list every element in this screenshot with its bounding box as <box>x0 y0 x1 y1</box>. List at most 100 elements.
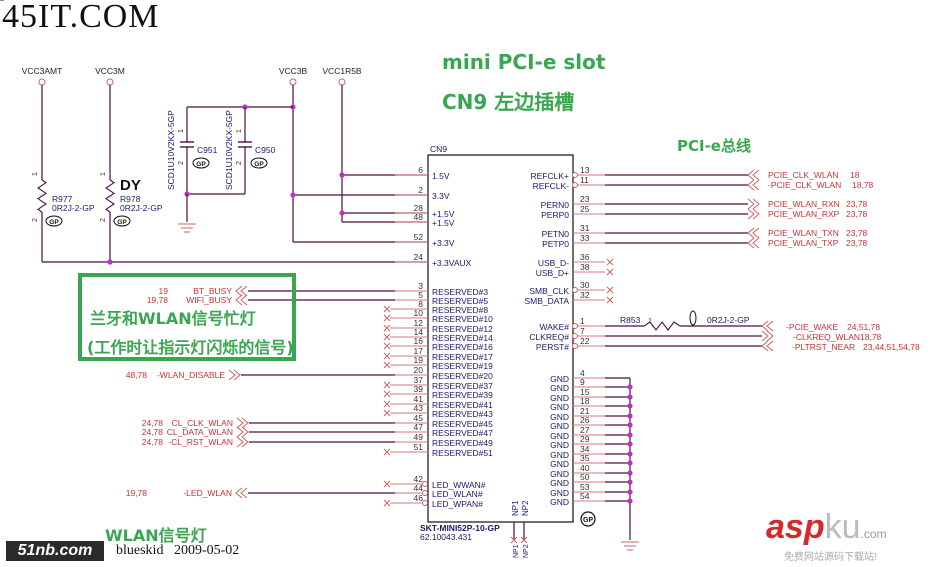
capacitor-part: SCD1U10V2KX-5GP <box>224 110 234 190</box>
connector-pin-name: +1.5V <box>432 209 455 219</box>
np-label: NP1 <box>511 500 520 516</box>
pin-number: 47 <box>414 422 424 432</box>
watermark-45it: 45IT.COM <box>2 0 160 35</box>
author: blueskid <box>116 543 164 558</box>
pin-number: 29 <box>580 434 590 444</box>
signature: blueskid 2009-05-02 <box>116 543 239 559</box>
net-label: CL_CLK_WLAN <box>172 418 233 428</box>
pin-number: 35 <box>580 453 590 463</box>
net-label: CL_DATA_WLAN <box>167 427 233 437</box>
pin-number: 12 <box>414 318 424 328</box>
pin-number: 13 <box>580 165 590 175</box>
power-rail-label: VCC3B <box>279 66 308 76</box>
connector-pin-name: GND <box>550 402 569 412</box>
net-ref: 19,78 <box>126 488 148 498</box>
no-connect-icon <box>383 361 391 369</box>
pin-number: 23 <box>580 194 590 204</box>
offpage-connector-icon <box>236 417 249 429</box>
net-label: WIFI_BUSY <box>186 295 232 305</box>
offpage-connector-icon <box>747 198 760 210</box>
no-connect-icon <box>383 352 391 360</box>
connector-pin-name: RESERVED#3 <box>432 287 488 297</box>
net-ref: 18 <box>850 170 860 180</box>
gp-mark-icon <box>250 157 268 169</box>
offpage-connector-icon <box>236 436 249 448</box>
connector-pin-name: PERP0 <box>541 210 569 220</box>
inversion-bubble-icon <box>572 343 578 349</box>
connector-pin-name: GND <box>550 374 569 384</box>
junction-dot <box>627 384 633 390</box>
pin-number: 51 <box>414 442 424 452</box>
logo-aspku-sub: 免费网站源码下载站! <box>784 552 877 563</box>
connector-pin-name: RESERVED#14 <box>432 333 493 343</box>
pin-number: 1 <box>100 172 107 176</box>
power-rail-icon <box>289 78 297 86</box>
connector-pin-name: RESERVED#39 <box>432 390 493 400</box>
connector-part: SKT-MINI52P-10-GP <box>420 523 500 533</box>
connector-pin-name: GND <box>550 459 569 469</box>
offpage-connector-icon <box>235 487 248 499</box>
capacitor-ref: C951 <box>197 145 218 155</box>
logo-51nb-text: 51nb.com <box>17 542 93 559</box>
annotation-wlan-led: WLAN信号灯 <box>105 526 207 545</box>
gp-mark-icon <box>689 310 697 326</box>
pin-number: 43 <box>414 403 424 413</box>
no-connect-icon <box>383 480 391 488</box>
resistor-R977 <box>37 179 47 213</box>
no-connect-icon <box>383 390 391 398</box>
resistor-ref: R977 <box>52 194 73 204</box>
connector-pin-name: REFCLK- <box>533 181 570 191</box>
pin-number: 24 <box>414 252 424 262</box>
offpage-connector-icon <box>228 369 241 381</box>
np-label: NP1 <box>513 544 520 558</box>
pin-number: 30 <box>580 280 590 290</box>
connector-pin-name: 3.3V <box>432 191 450 201</box>
no-connect-icon <box>383 305 391 313</box>
connector-pin-name: RESERVED#47 <box>432 428 493 438</box>
np-label: NP2 <box>523 544 530 558</box>
pin-number: 10 <box>414 308 424 318</box>
inversion-bubble-icon <box>572 172 578 178</box>
no-connect-icon <box>383 314 391 322</box>
no-connect-icon <box>383 333 391 341</box>
pin-number: 2 <box>418 185 423 195</box>
pin-number: 3 <box>418 281 423 291</box>
net-ref: 19,78 <box>147 295 169 305</box>
connector-pin-name: GND <box>550 383 569 393</box>
net-ref: 23,78 <box>846 209 868 219</box>
connector-pin-name: RESERVED#10 <box>432 314 493 324</box>
np-label: NP2 <box>521 500 530 516</box>
net-label: -PCIE_CLK_WLAN <box>768 180 841 190</box>
offpage-connector-icon <box>235 285 248 297</box>
connector-pin-name: GND <box>550 478 569 488</box>
resistor-R853 <box>643 321 681 331</box>
connector-part-no: 62.10043.431 <box>420 532 472 542</box>
resistor-value: 0R2J-2-GP <box>707 315 750 325</box>
pin-number: 9 <box>580 377 585 387</box>
junction-dot <box>627 460 633 466</box>
pin-number: 21 <box>580 406 590 416</box>
logo-51nb: 51nb.com <box>6 541 104 561</box>
connector-pin-name: LED_WPAN# <box>432 499 483 509</box>
resistor-ref: R853 <box>620 315 641 325</box>
title-pcie-bus: PCI-e总线 <box>677 137 751 155</box>
offpage-connector-icon <box>747 227 760 239</box>
no-connect-icon <box>383 342 391 350</box>
no-connect-icon <box>383 499 391 507</box>
net-label: -PCIE_WAKE <box>786 322 838 332</box>
connector-pin-name: RESERVED#49 <box>432 438 493 448</box>
gp-circle-icon <box>580 511 596 527</box>
power-rail-icon <box>338 78 346 86</box>
offpage-connector-icon <box>747 237 760 249</box>
junction-dot <box>627 441 633 447</box>
power-rail-icon <box>38 78 46 86</box>
power-rail-label: VCC3AMT <box>22 66 63 76</box>
net-ref: 23,78 <box>846 199 868 209</box>
resistor-R978 <box>105 179 115 213</box>
junction-dot <box>627 394 633 400</box>
offpage-connector-icon <box>747 208 760 220</box>
gp-mark-text: GP <box>117 219 127 226</box>
connector-pin-name: PERST# <box>536 342 569 352</box>
connector-pin-name: RESERVED#37 <box>432 381 493 391</box>
junction-dot <box>627 403 633 409</box>
